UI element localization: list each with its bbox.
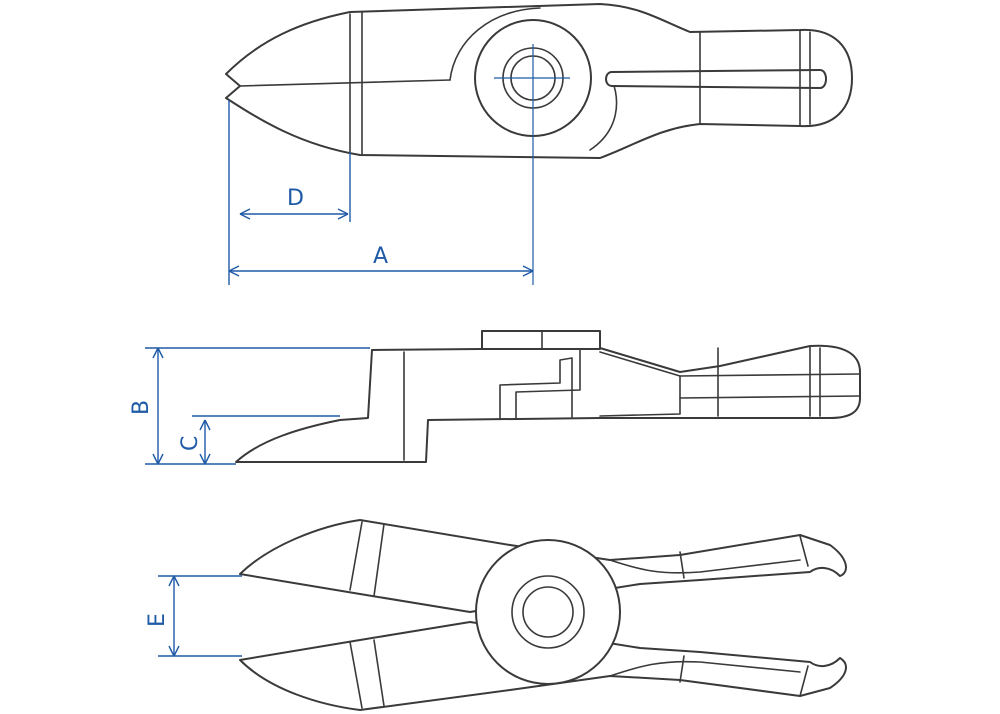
bottom-view-lower-bevel [349,641,363,709]
dimension-a: A [228,222,534,285]
dimension-e-arrow-top [168,575,180,587]
side-view-step-2 [515,349,581,419]
dimension-b-label: B [129,400,154,415]
bottom-view-upper-bevel-2 [373,523,385,597]
top-view [225,3,853,159]
bottom-view-upper-handle-edge [609,559,801,574]
top-view-hinge-curve [449,7,541,81]
dimension-d-arrow-left [239,208,251,220]
side-view-tail-line-5 [679,395,861,399]
dimension-c-arrow-top [199,419,211,431]
bottom-view-lower-bevel-2 [373,639,385,707]
bottom-view-lower-groove [679,655,685,683]
dimension-a-arrow-left [228,265,240,277]
side-view-tail-line-4 [679,373,861,377]
dimension-d-label: D [287,186,304,211]
bottom-view-pivot-hole [522,586,574,638]
bottom-view-pivot-ring [511,575,585,649]
dimension-e: E [145,575,242,657]
dimension-a-arrow-right [522,265,534,277]
side-view-outline [235,344,861,463]
dimension-c: C [178,415,340,465]
dimension-d: D [228,100,351,222]
bottom-view-upper-groove [679,551,685,579]
side-view [235,330,861,463]
dimension-b-arrow-top [152,347,164,359]
dimension-e-label: E [145,613,170,627]
dimension-d-arrow-right [337,208,349,220]
bottom-view [239,519,847,711]
bottom-view-upper-tip-line [799,535,809,567]
dimension-c-label: C [178,436,203,451]
bottom-view-lower-handle-edge [609,660,801,677]
bottom-view-lower-tip-line [799,665,809,697]
dimension-a-label: A [373,244,388,269]
top-view-jaw-seam [239,79,451,87]
top-view-centerlines [494,44,570,285]
dimension-b-arrow-bottom [152,453,164,465]
bottom-view-pivot-outer [475,539,621,685]
bottom-view-upper-bevel [349,521,363,591]
dimension-b: B [129,347,370,465]
dimension-e-arrow-bottom [168,645,180,657]
side-view-top-boss [481,330,601,350]
side-view-taper [599,351,681,417]
dimension-c-arrow-bottom [199,453,211,465]
top-view-handle-slot [605,69,827,89]
side-view-step [499,357,573,419]
